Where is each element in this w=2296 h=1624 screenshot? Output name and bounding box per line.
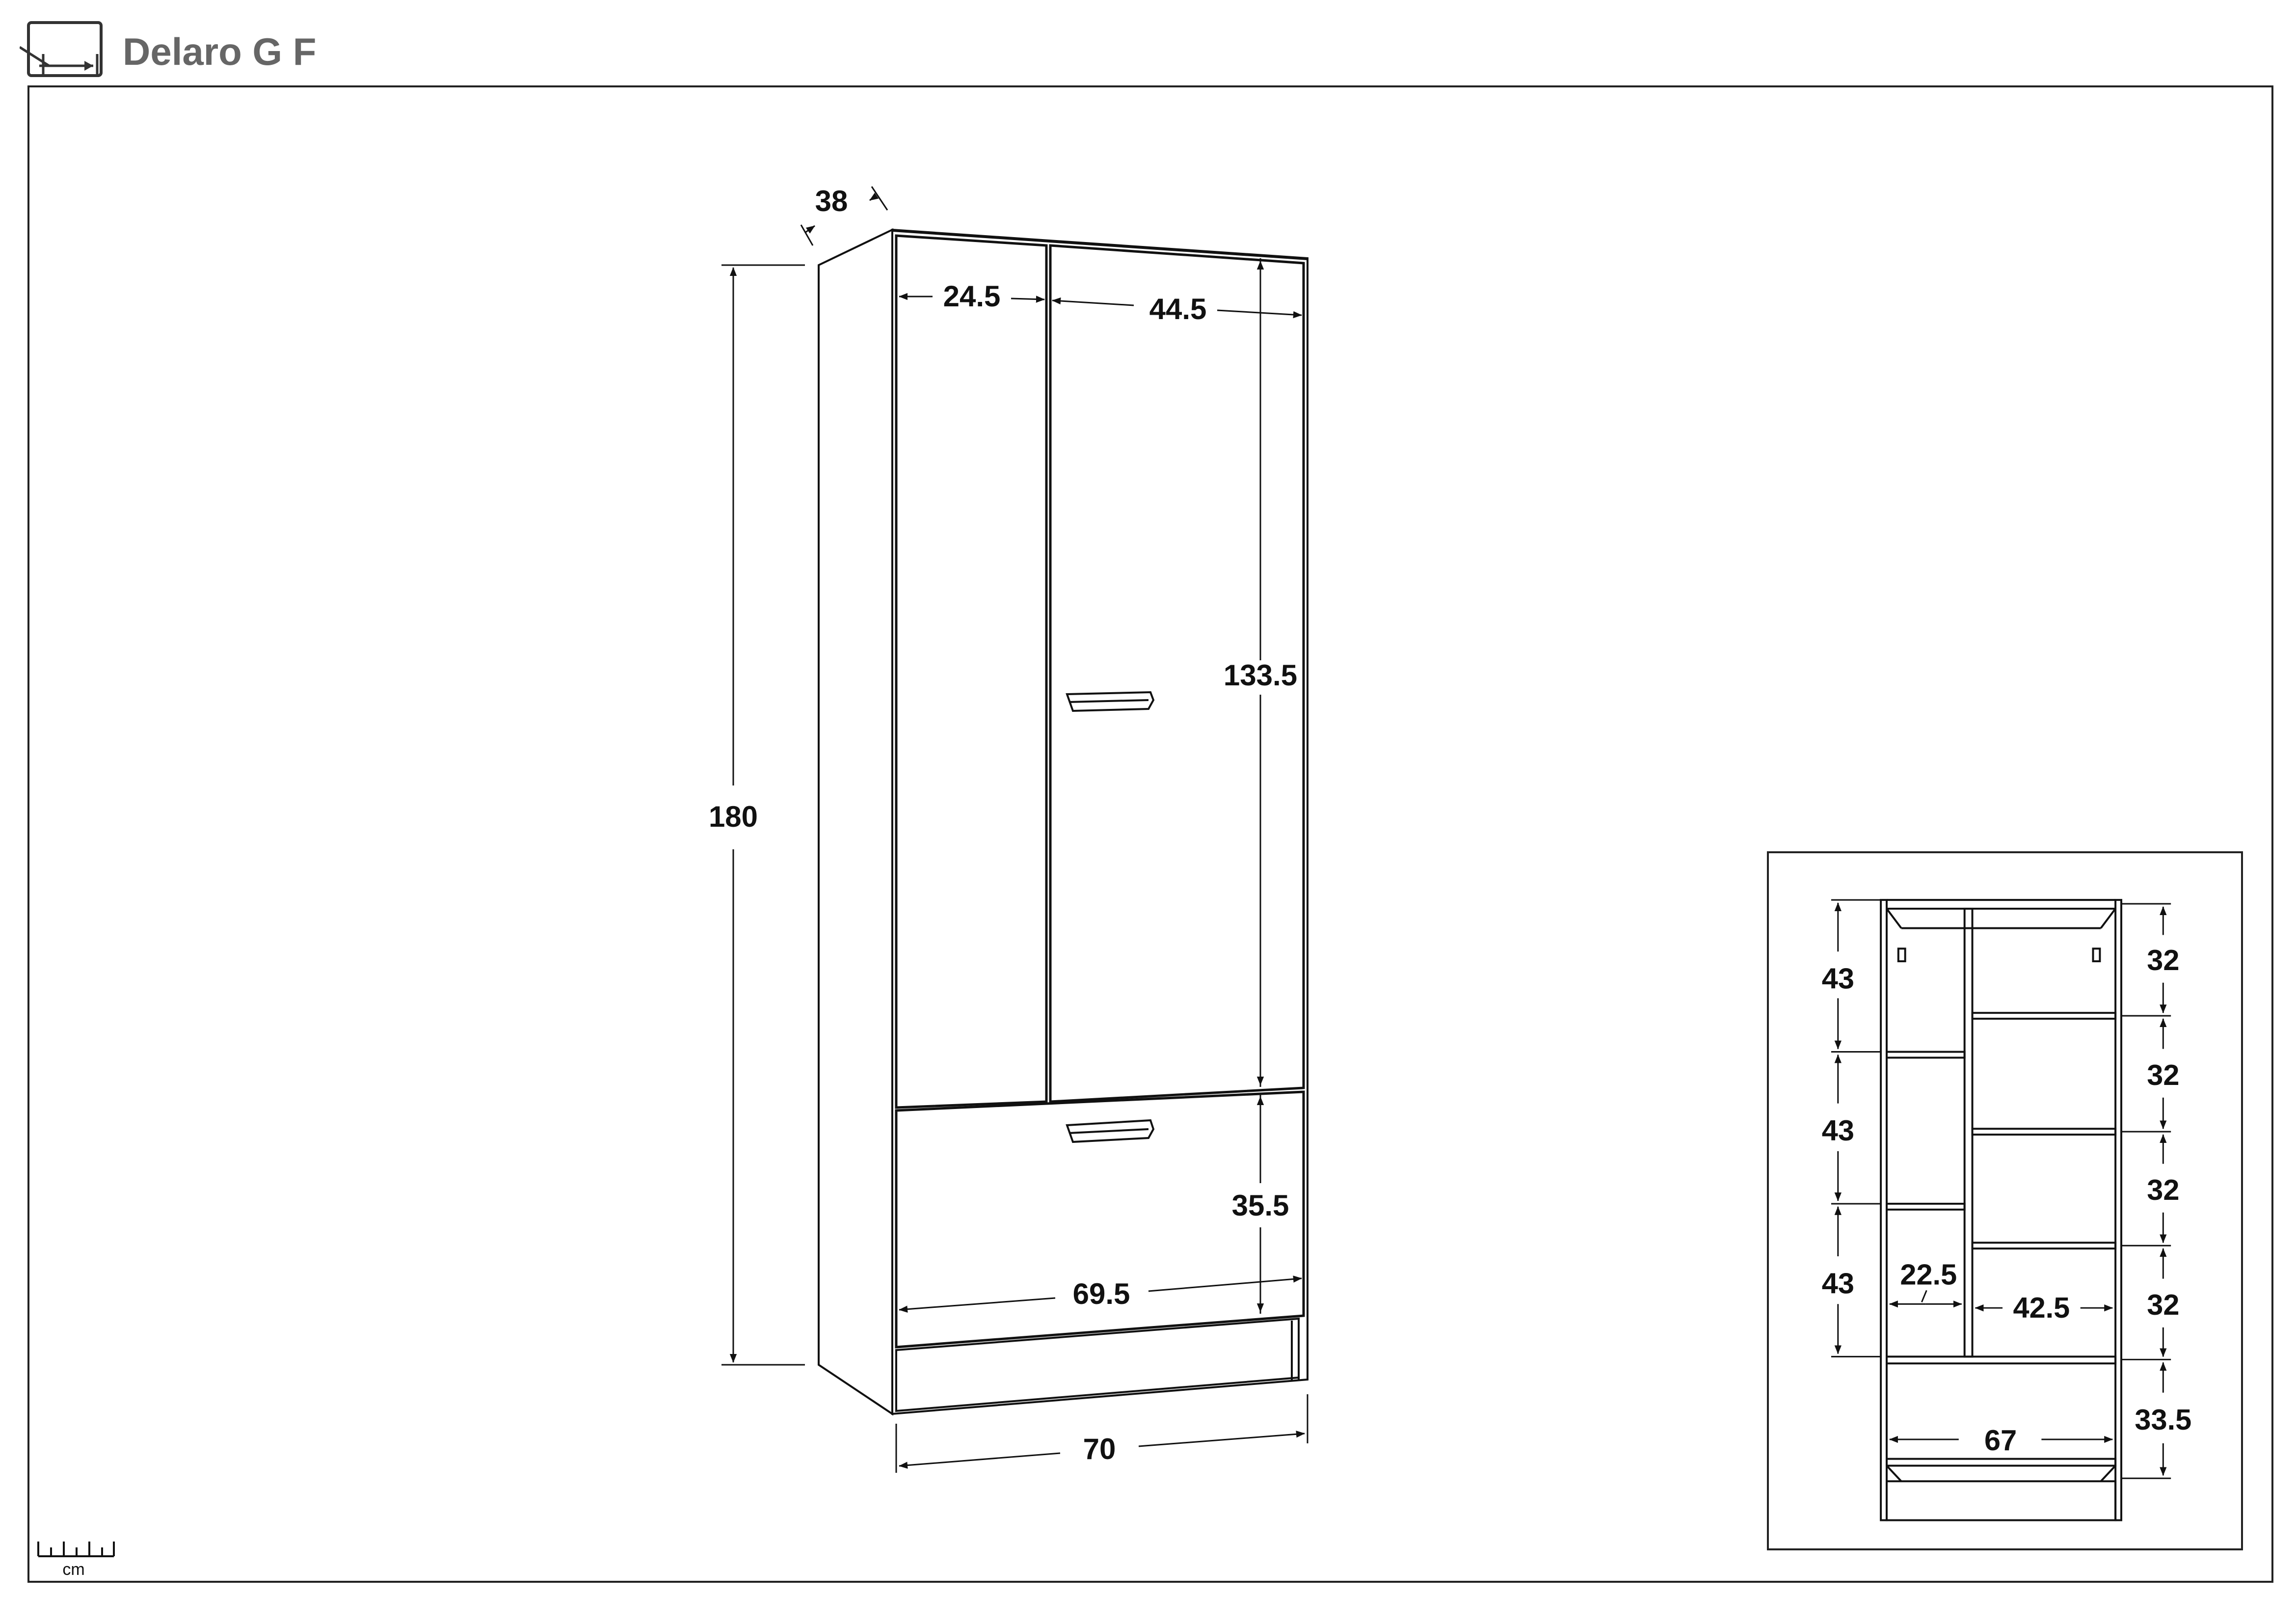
cabinet-outline [818,228,1308,1416]
left-compartment-2-label: 43 [1822,1114,1854,1147]
left-compartment-3-label: 43 [1822,1267,1854,1299]
height-dimension [721,264,805,1366]
drawing-frame [27,85,2273,1583]
depth-dimension [800,186,888,246]
drawer-width-dimension [899,1275,1302,1313]
right-compartment-1-label: 32 [2147,944,2179,976]
overall-width-label: 70 [1083,1433,1116,1465]
left-door-width-dimension [899,293,1045,303]
right-compartment-4-label: 32 [2147,1288,2179,1321]
inner-width-dimensions [1889,1290,2113,1443]
right-door-width-dimension [1052,297,1302,319]
drawer-width-label: 69.5 [1073,1277,1130,1310]
interior-carcass [1880,899,2123,1521]
overall-width-dimension [895,1394,1308,1473]
right-compartment-dimensions [2121,903,2171,1479]
left-compartment-1-label: 43 [1822,962,1854,995]
height-label: 180 [709,800,758,833]
interior-view-drawing: 43 43 43 32 32 32 32 33.5 [1822,899,2191,1521]
door-handle [1066,691,1155,712]
bottom-inner-width-label: 67 [1984,1424,2017,1457]
right-inner-width-label: 42.5 [2013,1291,2070,1324]
right-compartment-3-label: 32 [2147,1173,2179,1206]
left-inner-width-label: 22.5 [1900,1258,1957,1291]
bottom-compartment-label: 33.5 [2135,1403,2191,1436]
depth-label: 38 [815,185,848,217]
drawer-height-label: 35.5 [1232,1189,1289,1222]
page-title: Delaro G F [123,30,317,73]
dimension-sheet-icon [20,21,103,77]
right-door-width-label: 44.5 [1149,293,1207,325]
left-compartment-dimensions [1831,899,1881,1357]
right-compartment-2-label: 32 [2147,1058,2179,1091]
left-door-width-label: 24.5 [943,280,1001,313]
ruler-icon [37,1542,115,1557]
door-height-label: 133.5 [1224,659,1297,692]
header: Delaro G F [0,0,2296,83]
interior-view-panel: 43 43 43 32 32 32 32 33.5 [1767,851,2243,1550]
drawer-handle [1066,1119,1155,1143]
scale-unit-label: cm [62,1560,84,1579]
